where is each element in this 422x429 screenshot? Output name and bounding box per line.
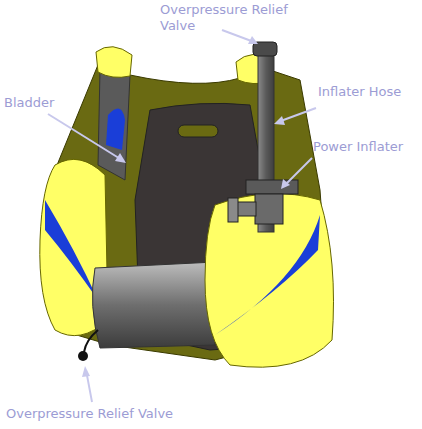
valve-label: Overpressure Relief Valve bbox=[160, 2, 310, 34]
part-label: Bladder bbox=[4, 95, 84, 111]
valve-label: Overpressure Relief Valve bbox=[6, 406, 256, 422]
inflater-label: Power Inflater bbox=[313, 139, 418, 155]
hose-label: Inflater Hose bbox=[318, 84, 408, 100]
